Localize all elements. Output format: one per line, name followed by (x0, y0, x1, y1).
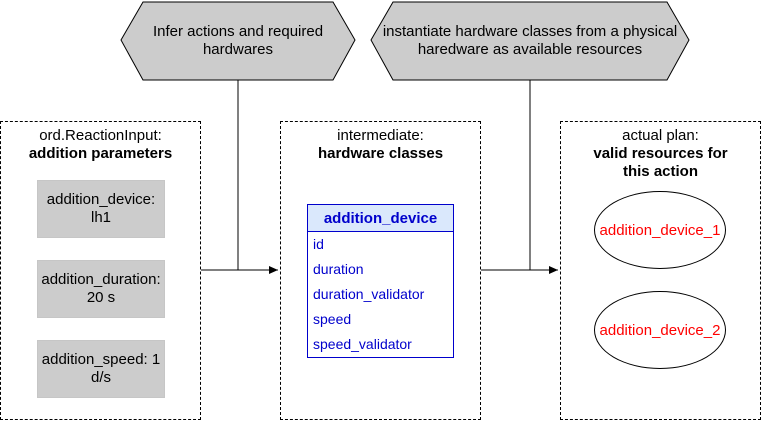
class-attribute-duration: duration (313, 261, 364, 277)
input-box: ord.ReactionInput: addition parameters a… (0, 121, 201, 420)
resource-addition-device-1: addition_device_1 (594, 191, 726, 269)
annotation-instantiate-text: instantiate hardware classes from a phys… (382, 23, 678, 58)
input-box-title: ord.ReactionInput: (39, 127, 162, 144)
hexagon-infer-shape (120, 1, 356, 81)
resource-addition-device-2: addition_device_2 (594, 291, 726, 369)
annotation-instantiate: instantiate hardware classes from a phys… (380, 2, 680, 80)
param-addition-speed: addition_speed: 1 d/s (37, 340, 165, 398)
param-label: addition_device: lh1 (46, 191, 156, 226)
plan-box: actual plan: valid resources for this ac… (560, 121, 761, 420)
plan-box-subtitle: valid resources for this action (593, 145, 728, 180)
param-addition-duration: addition_duration: 20 s (37, 260, 165, 318)
hexagon-instantiate-shape (370, 1, 690, 81)
intermediate-box-header: intermediate: hardware classes (281, 127, 480, 163)
param-label: addition_speed: 1 d/s (41, 351, 161, 386)
annotation-infer-text: Infer actions and required hardwares (152, 23, 324, 58)
input-box-header: ord.ReactionInput: addition parameters (1, 127, 200, 163)
hardware-class-card: addition_device id duration duration_val… (307, 204, 454, 358)
class-attribute-speed-validator: speed_validator (313, 336, 412, 352)
class-attribute-id: id (313, 236, 324, 252)
class-attribute-speed: speed (313, 311, 352, 327)
resource-label: addition_device_1 (599, 221, 721, 239)
intermediate-box-title: intermediate: (337, 127, 424, 144)
class-attribute-duration-validator: duration_validator (313, 286, 425, 302)
param-label: addition_duration: 20 s (41, 271, 161, 306)
param-addition-device: addition_device: lh1 (37, 180, 165, 238)
annotation-infer: Infer actions and required hardwares (140, 2, 336, 80)
resource-label: addition_device_2 (599, 321, 721, 339)
plan-box-header: actual plan: valid resources for this ac… (561, 127, 760, 181)
hardware-class-name: addition_device (308, 205, 453, 232)
input-box-subtitle: addition parameters (28, 145, 173, 162)
intermediate-box-subtitle: hardware classes (317, 145, 444, 162)
plan-box-title: actual plan: (622, 127, 699, 144)
